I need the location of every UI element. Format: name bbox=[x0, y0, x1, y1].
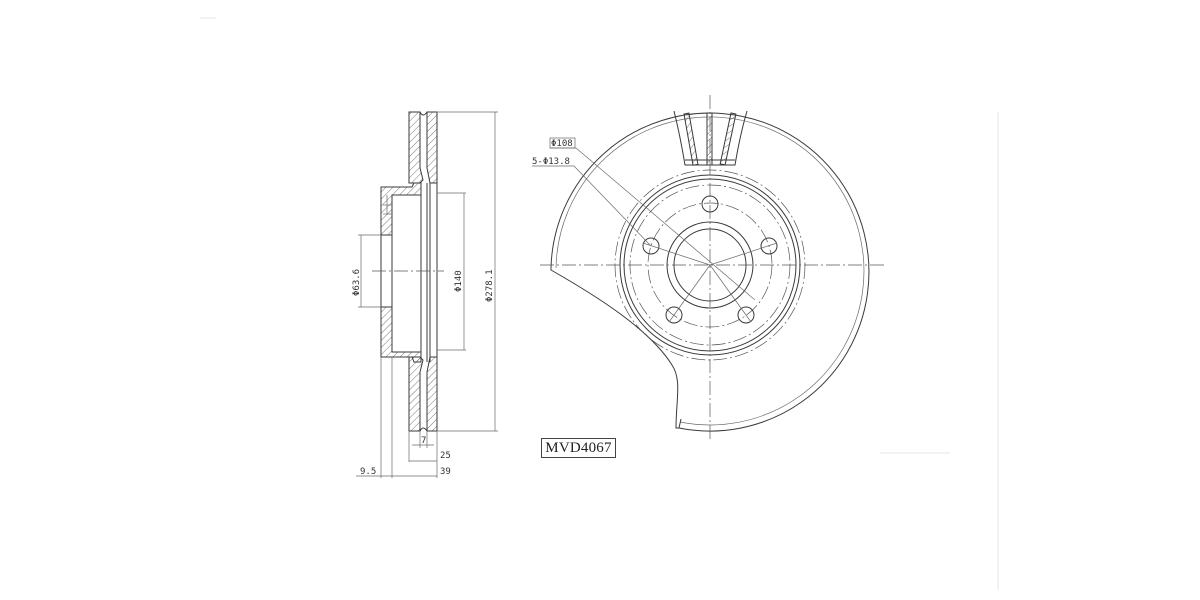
dim-hub-bore: Φ63.6 bbox=[352, 269, 362, 296]
side-section-view: Φ63.6 Φ140 Φ278.1 7 25 39 9.5 bbox=[352, 111, 498, 478]
vane bbox=[683, 112, 699, 166]
lower-hat-flange bbox=[380, 306, 422, 363]
front-view: Φ108 5-Φ13.8 bbox=[532, 95, 885, 440]
callout-bolt-holes: 5-Φ13.8 bbox=[532, 157, 570, 167]
lower-inner-plate bbox=[426, 356, 438, 432]
callout-pcd: Φ108 bbox=[551, 139, 573, 149]
upper-inner-plate bbox=[426, 111, 438, 184]
disc-outline bbox=[550, 112, 870, 432]
disc-outline-inner bbox=[555, 116, 865, 426]
upper-outer-plate bbox=[408, 111, 424, 184]
bolt-hole bbox=[760, 237, 778, 255]
dim-hat-offset: 9.5 bbox=[360, 467, 376, 477]
scan-artifacts bbox=[200, 17, 999, 590]
dim-overall-height: 39 bbox=[440, 467, 451, 477]
part-number-label: MVD4067 bbox=[541, 438, 616, 458]
dim-vane-gap: 7 bbox=[421, 436, 426, 446]
bolt-hole bbox=[737, 306, 755, 324]
bolt-holes bbox=[642, 195, 778, 324]
dim-hat-diameter: Φ140 bbox=[454, 270, 464, 292]
vane bbox=[706, 112, 713, 166]
vane bbox=[719, 112, 737, 166]
lower-outer-plate bbox=[408, 356, 424, 432]
bolt-hole bbox=[665, 306, 683, 324]
bolt-hole bbox=[642, 237, 660, 255]
dim-disc-thickness: 25 bbox=[440, 451, 451, 461]
dim-outer-diameter: Φ278.1 bbox=[485, 269, 495, 302]
